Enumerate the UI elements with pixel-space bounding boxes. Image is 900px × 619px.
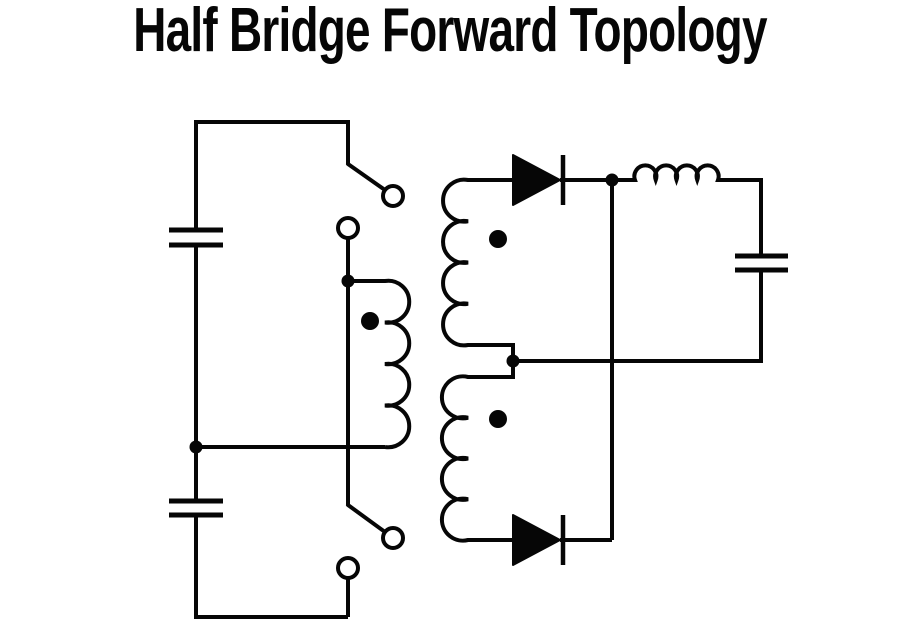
primary-winding-coil <box>348 278 412 450</box>
switch-contact-circle <box>336 556 360 580</box>
transformer-secondary <box>439 177 515 543</box>
polarity-dot <box>489 410 507 428</box>
junction-dot <box>341 274 355 288</box>
input-capacitor-lower <box>169 498 223 518</box>
diode-triangle <box>512 154 561 206</box>
bottom-bus-wire <box>194 515 348 619</box>
switch-blade <box>346 162 387 192</box>
switch-contact-circle <box>336 216 360 240</box>
inductor-coil <box>612 163 763 256</box>
input-capacitor-upper <box>169 227 223 248</box>
diode-triangle <box>512 514 561 566</box>
polarity-dot <box>361 312 379 330</box>
page-title: Half Bridge Forward Topology <box>133 0 767 65</box>
switch-contact-circle <box>381 526 405 550</box>
top-bus-wire <box>194 120 350 230</box>
center-tap-return-wire <box>513 270 763 363</box>
switch-blade <box>346 503 387 534</box>
junction-dot <box>506 354 520 368</box>
high-side-switch <box>336 162 405 281</box>
rectifier-diode-upper <box>512 154 612 206</box>
polarity-dot <box>489 230 507 248</box>
rectifier-diode-lower <box>512 514 612 566</box>
transformer-primary <box>348 278 412 450</box>
output-capacitor <box>735 253 788 273</box>
output-inductor <box>612 163 763 256</box>
switch-contact-circle <box>381 184 405 208</box>
junction-dot <box>605 173 619 187</box>
junction-dot <box>189 440 203 454</box>
low-side-switch <box>336 503 405 617</box>
